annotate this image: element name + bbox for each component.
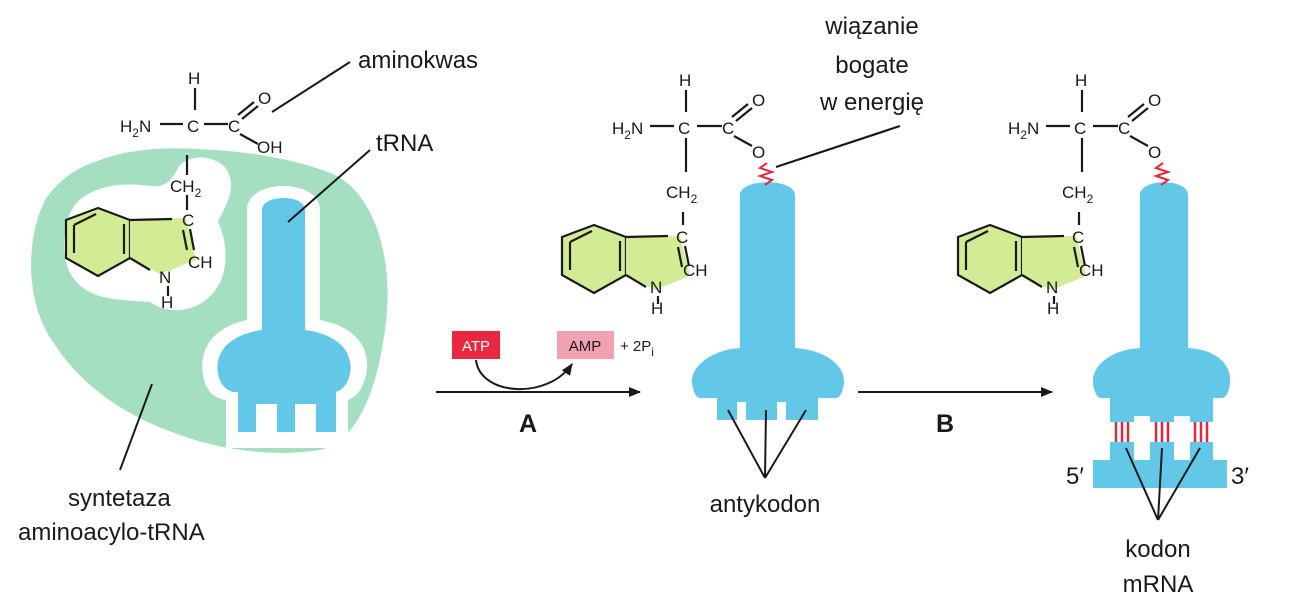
- ring-ch-3: CH: [1079, 261, 1104, 280]
- trna-molecule: [217, 198, 351, 432]
- anticodon-label: antykodon: [710, 491, 821, 518]
- codon-label-line1: kodon: [1125, 536, 1190, 563]
- trna-molecule-3: [1092, 182, 1231, 398]
- carboxyl-carbon-2: C: [722, 119, 734, 138]
- h-atom-2: H: [679, 71, 691, 90]
- ring-ch-2: CH: [683, 261, 708, 280]
- ring-carbon: C: [182, 211, 194, 230]
- alpha-carbon-2: C: [678, 119, 690, 138]
- pyrrole-ring-3: [1022, 236, 1086, 290]
- nitrogen-hydrogen-2: H: [651, 299, 663, 318]
- phosphate-label: + 2Pi: [620, 338, 654, 359]
- pyrrole-ring-2: [626, 236, 690, 290]
- amine-group: H2N: [120, 117, 151, 140]
- ring-nitrogen: N: [159, 268, 171, 287]
- ring-nitrogen-3: N: [1046, 278, 1058, 297]
- bond-label-line1: wiązanie: [824, 13, 918, 40]
- synthetase-label-line1: syntetaza: [68, 485, 171, 512]
- benzene-ring-3: [956, 223, 1024, 295]
- ring-carbon-3: C: [1072, 228, 1084, 247]
- high-energy-bond-3: [1152, 162, 1172, 186]
- amine-group-3: H2N: [1008, 119, 1039, 142]
- trna-pointer: [287, 149, 371, 223]
- nitrogen-hydrogen-3: H: [1047, 299, 1059, 318]
- alpha-carbon: C: [187, 117, 199, 136]
- three-prime-label: 3′: [1231, 463, 1249, 490]
- hydroxyl-group: OH: [257, 138, 283, 157]
- high-energy-bond-2: [756, 162, 776, 186]
- atp-badge: [452, 331, 500, 359]
- bond-label-line3: w energię: [819, 89, 924, 116]
- pyrrole-ring: [130, 218, 196, 274]
- step-b-label: B: [936, 410, 954, 438]
- ch2-group-3: CH2: [1062, 183, 1094, 206]
- atp-amp-curved-arrow: [475, 359, 573, 391]
- amino-acid-structure-1: H H2N C C O OH CH2 C CH N H: [64, 69, 283, 312]
- ring-ch: CH: [188, 253, 213, 272]
- ch2-group-2: CH2: [666, 183, 698, 206]
- step-a-label: A: [519, 410, 537, 438]
- amine-group-2: H2N: [612, 119, 643, 142]
- synthetase-label-line2: aminoacylo-tRNA: [18, 519, 205, 546]
- trna-label: tRNA: [376, 130, 433, 157]
- carbonyl-oxygen-3: O: [1148, 91, 1161, 110]
- synthetase-pointer: [119, 383, 153, 471]
- ester-oxygen-3: O: [1148, 143, 1161, 162]
- ch2-group: CH2: [170, 177, 202, 200]
- aminokwas-pointer: [271, 61, 351, 113]
- codon-anticodon-base-pairs: [1114, 422, 1209, 442]
- bond-label-line2: bogate: [835, 52, 908, 79]
- aminoacyl-trna-2: H H2N C C O O CH2 C CH N H: [560, 71, 901, 420]
- atp-label: ATP: [462, 338, 490, 355]
- h-atom: H: [188, 69, 200, 88]
- codon-pointers: [1125, 447, 1201, 521]
- codon-label-line2: mRNA: [1123, 571, 1194, 598]
- anticodon-stubs-3: [1110, 414, 1213, 422]
- step-a-reaction: ATP AMP + 2Pi A: [436, 331, 654, 438]
- aminoacyl-trna-3: H H2N C C O O CH2 C CH N H: [956, 71, 1231, 416]
- anticodon-pointers: [727, 409, 807, 479]
- carbonyl-oxygen-2: O: [752, 91, 765, 110]
- h-atom-3: H: [1075, 71, 1087, 90]
- synthetase-complex: [31, 148, 388, 453]
- carboxyl-carbon-3: C: [1118, 119, 1130, 138]
- anticodon-bases: [737, 402, 786, 422]
- benzene-ring-2: [560, 223, 628, 295]
- carboxyl-carbon: C: [228, 117, 240, 136]
- carbonyl-oxygen: O: [258, 89, 271, 108]
- nitrogen-hydrogen: H: [161, 293, 173, 312]
- trna-molecule-2: [691, 182, 845, 398]
- amp-label: AMP: [569, 338, 602, 355]
- ring-carbon-2: C: [676, 228, 688, 247]
- amp-badge: [557, 331, 614, 359]
- ester-oxygen-2: O: [752, 143, 765, 162]
- alpha-carbon-3: C: [1074, 119, 1086, 138]
- aminokwas-label: aminokwas: [358, 47, 478, 74]
- five-prime-label: 5′: [1066, 463, 1084, 490]
- ring-nitrogen-2: N: [650, 278, 662, 297]
